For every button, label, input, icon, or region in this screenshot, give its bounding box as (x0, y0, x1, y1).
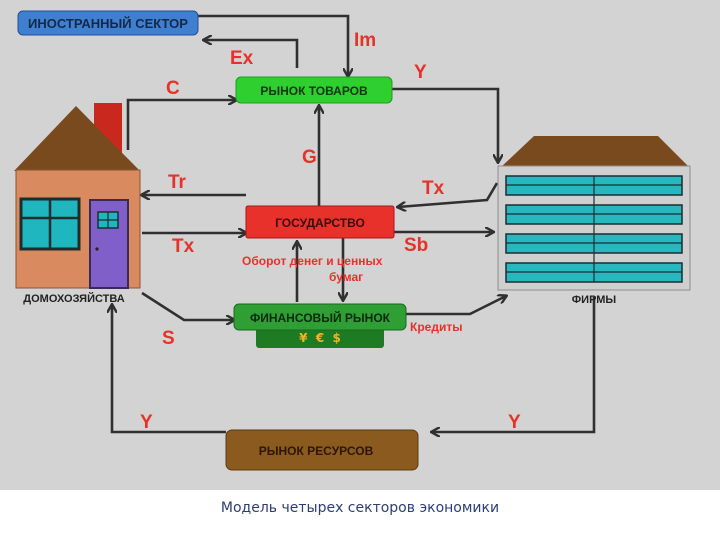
arrow-y-top (392, 87, 498, 162)
foreign-sector-label: ИНОСТРАННЫЙ СЕКТОР (28, 16, 188, 31)
flow-label-g: G (302, 147, 317, 168)
goods-market-label: РЫНОК ТОВАРОВ (260, 84, 368, 98)
office-building-icon (497, 136, 691, 291)
arrow-ex (204, 40, 299, 68)
financial-market-box (233, 303, 407, 331)
flow-label-s: S (162, 328, 175, 349)
house-icon (14, 103, 141, 289)
flow-label-y-left: Y (140, 412, 153, 433)
firms-label: ФИРМЫ (572, 294, 617, 306)
flow-label-tr: Tr (168, 172, 187, 193)
flow-label-tx-households: Tx (172, 236, 195, 257)
house-roof (14, 106, 140, 171)
flow-label-c: C (166, 78, 180, 99)
resource-market-box (225, 429, 419, 471)
government-box (245, 205, 395, 239)
flow-label-tx-firms: Tx (422, 178, 445, 199)
house-door-knob (95, 247, 99, 251)
goods-market-box (235, 76, 393, 104)
foreign-sector-box (17, 10, 199, 36)
flow-label-im: Im (354, 30, 376, 51)
flow-label-ex: Ex (230, 48, 254, 69)
arrow-credits (406, 296, 506, 316)
flow-label-money-circulation-1: Оборот денег и ценных (242, 254, 383, 268)
arrow-s (141, 291, 234, 320)
resource-market-label: РЫНОК РЕСУРСОВ (259, 444, 374, 458)
households-label: ДОМОХОЗЯЙСТВА (23, 292, 125, 305)
financial-market-label: ФИНАНСОВЫЙ РЫНОК (250, 310, 391, 325)
arrow-y-right (432, 297, 596, 432)
diagram-caption: Модель четырех секторов экономики (220, 500, 500, 516)
government-label: ГОСУДАРСТВО (275, 216, 365, 230)
currency-symbols: ¥ € $ (299, 331, 341, 345)
arrow-c (126, 100, 236, 150)
flow-label-money-circulation-2: бумаг (329, 270, 363, 284)
flow-label-sb: Sb (404, 235, 428, 256)
flow-arrows (112, 14, 596, 434)
arrow-y-left (112, 305, 226, 434)
arrow-tx-firms (398, 182, 499, 207)
arrow-im (198, 14, 348, 76)
building-roof (500, 136, 690, 168)
flow-label-credits: Кредиты (410, 320, 462, 334)
flow-label-y-top: Y (414, 62, 427, 83)
flow-label-y-right: Y (508, 412, 521, 433)
